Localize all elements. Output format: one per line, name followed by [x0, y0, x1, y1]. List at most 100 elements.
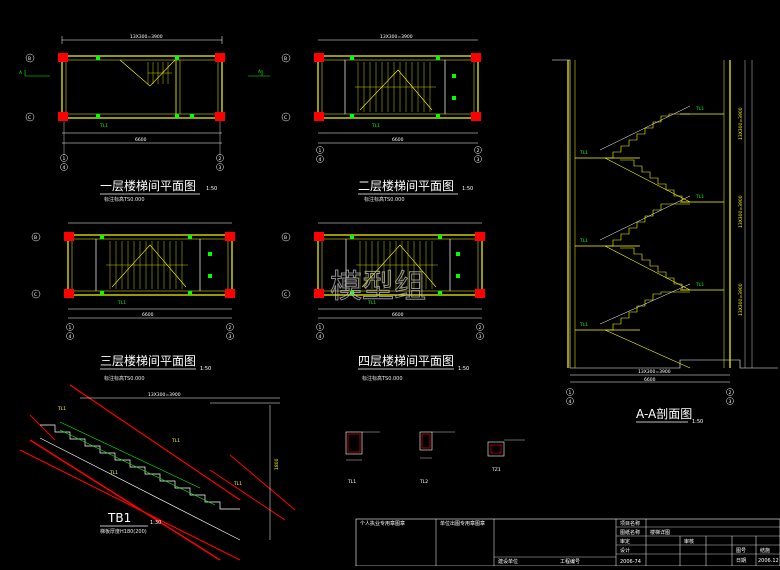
plan2-axis-2: 2 — [477, 148, 480, 154]
plan2-axis-1: 1 — [319, 148, 322, 154]
beam-column-details: TL1 TL2 TZ1 — [345, 431, 525, 485]
tb-unit-stamp: 单位出图专用章图章 — [440, 520, 485, 527]
plan1-axis-2: 2 — [219, 156, 222, 162]
tb1-scale: 1:30 — [150, 520, 161, 526]
section-axis-3: 3 — [729, 399, 732, 405]
plan1-axis-1: 1 — [63, 156, 66, 162]
section-a-a: TL1 TL1 TL1 TL1 TL1 TL1 13X300=3900 13X3… — [552, 59, 778, 425]
section-level: TL1 — [579, 150, 588, 156]
plan1-scale: 1:50 — [206, 186, 217, 192]
section-vert-dim: 13X300=3900 — [738, 283, 744, 316]
tb-project-no: 工程编号 — [560, 558, 580, 565]
plan4-note: 标注标高TS0.000 — [362, 375, 403, 382]
tb1-dim-height: 1800 — [274, 458, 280, 470]
section-level: TL1 — [579, 322, 588, 328]
plan1-axis-c: C — [28, 115, 31, 121]
plan2-axis-3: 3 — [477, 157, 480, 163]
tb-drawing-no: 图号 — [736, 548, 746, 554]
plan1-title: 一层楼梯间平面图 — [100, 178, 196, 193]
plan4-axis-b: B — [284, 235, 287, 241]
plan3-axis-c: C — [34, 292, 37, 298]
plan4-beam-label: TL1 — [367, 300, 376, 306]
plan1-column — [58, 112, 68, 121]
tb-personal-stamp: 个人执业专用章图章 — [360, 520, 405, 527]
tb-date: 日期 — [736, 558, 746, 564]
plan3-axis-2: 2 — [229, 325, 232, 331]
plan3-axis-4: 4 — [69, 334, 72, 340]
plan4-axis-c: C — [284, 292, 287, 298]
tb-drawing-name: 图纸名称 — [620, 529, 640, 536]
plan4-dim-total: 6600 — [392, 312, 404, 318]
plan3-note: 标注标高TS0.000 — [104, 375, 145, 382]
detail-tl2-label: TL2 — [419, 479, 428, 485]
plan4-scale: 1:50 — [458, 366, 469, 372]
stair-slab-detail-tb1: 13X300=3900 1800 TL1 TL1 TL1 TL1 TB1 1:3… — [19, 384, 296, 561]
tb-approve: 审定 — [620, 538, 630, 545]
section-title: A-A剖面图 — [636, 407, 692, 421]
plan1-column — [215, 112, 225, 121]
plan2-axis-4: 4 — [319, 157, 322, 163]
plan1-section-mark-right: A — [258, 69, 262, 75]
section-level: TL1 — [579, 238, 588, 244]
plan2-dim-top: 13X300=3900 — [380, 34, 413, 40]
section-scale: 1:50 — [692, 419, 703, 425]
plan4-axis-4: 4 — [319, 334, 322, 340]
tb1-callout: TL1 — [233, 481, 242, 487]
plan1-column — [58, 53, 68, 62]
tb-client: 建设单位 — [498, 558, 518, 565]
tb1-callout: TL1 — [171, 438, 180, 444]
detail-tz1-label: TZ1 — [491, 467, 501, 473]
plan2-axis-b: B — [284, 56, 287, 62]
plan-fourth-floor: TL1 B C 6600 1 4 2 3 四层楼梯间平面图 1:50 标注标高T… — [281, 222, 485, 382]
tb-date-value: 2006.12 — [758, 558, 779, 564]
tb-review: 审核 — [684, 538, 694, 545]
plan2-scale: 1:50 — [462, 186, 473, 192]
plan3-beam-label: TL1 — [117, 300, 126, 306]
plan3-axis-1: 1 — [69, 325, 72, 331]
plan1-section-mark-left: A — [19, 70, 23, 76]
plan4-title: 四层楼梯间平面图 — [358, 353, 454, 368]
tb-drawing-value: 楼梯详图 — [650, 529, 670, 536]
plan2-beam-label: TL1 — [371, 123, 380, 129]
section-dim-run: 13X300=3900 — [638, 369, 671, 375]
section-vert-dim: 13X300=3900 — [738, 195, 744, 228]
section-axis-1: 1 — [569, 390, 572, 396]
plan1-dim-total: 6600 — [135, 137, 147, 143]
plan3-title: 三层楼梯间平面图 — [100, 353, 196, 368]
plan3-axis-b: B — [34, 235, 37, 241]
plan2-title: 二层楼梯间平面图 — [358, 178, 454, 193]
plan2-dim-total: 6600 — [392, 137, 404, 143]
tb1-dim-run: 13X300=3900 — [148, 392, 181, 398]
tb1-callout: TL1 — [57, 406, 66, 412]
plan1-column — [215, 53, 225, 62]
section-axis-4: 4 — [569, 399, 572, 405]
tb-project-no-value: 2006-74 — [620, 559, 641, 565]
plan3-axis-3: 3 — [229, 334, 232, 340]
section-level: TL1 — [695, 194, 704, 200]
plan1-axis-4: 4 — [63, 165, 66, 171]
tb1-note: 梯板厚度H180(200) — [100, 528, 147, 535]
plan1-axis-3: 3 — [219, 165, 222, 171]
plan-third-floor: TL1 B C 6600 1 4 2 3 三层楼梯间平面图 1:50 标注标高T… — [31, 222, 235, 382]
tb1-title: TB1 — [107, 511, 131, 525]
plan1-note: 标注标高TS0.000 — [104, 196, 145, 203]
watermark: 模型组 — [330, 267, 426, 305]
section-axis-2: 2 — [729, 390, 732, 396]
plan-second-floor: 13X300=3900 T — [281, 34, 482, 203]
plan2-note: 标注标高TS0.000 — [364, 196, 405, 203]
section-level: TL1 — [695, 282, 704, 288]
plan4-axis-3: 3 — [479, 334, 482, 340]
plan3-scale: 1:50 — [200, 366, 211, 372]
tb-drawing-no-value: 结施 — [760, 547, 770, 554]
plan2-axis-c: C — [284, 115, 287, 121]
plan4-axis-1: 1 — [319, 325, 322, 331]
section-vert-dim: 13X300=3900 — [738, 107, 744, 140]
tb-design: 设计 — [620, 547, 630, 554]
plan1-dim-top: 13X300=3900 — [130, 34, 163, 40]
section-dim-total: 6600 — [644, 377, 656, 383]
detail-tl1-label: TL1 — [347, 479, 356, 485]
plan-first-floor: 13X300=3900 TL1 A A — [19, 34, 270, 203]
tb-project-name: 项目名称 — [620, 520, 640, 527]
